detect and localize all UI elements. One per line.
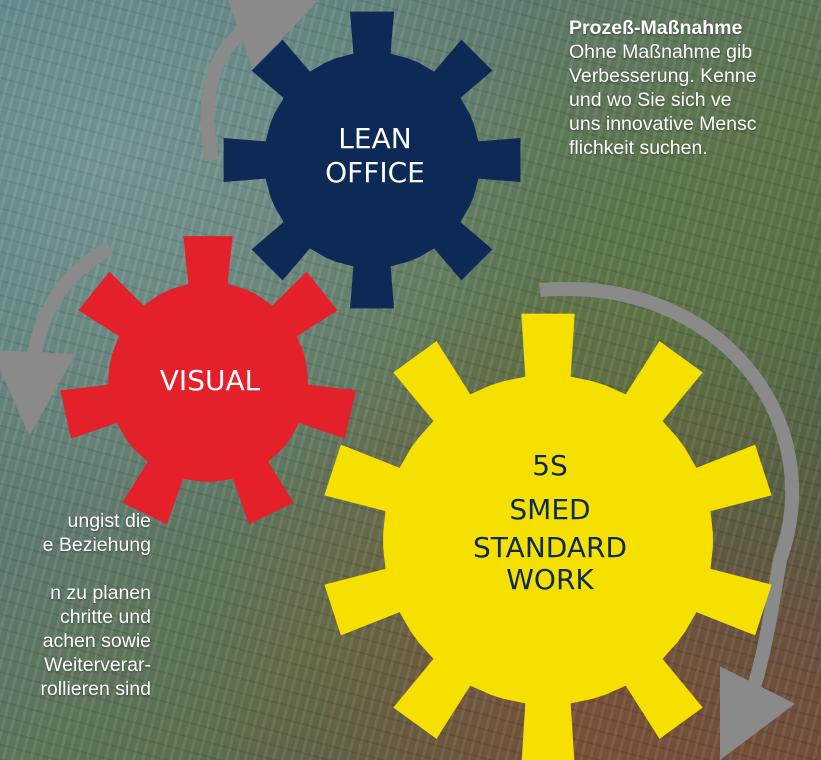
text-line: Ohne Maßnahme gib [569,41,753,63]
text-line: und wo Sie sich ve [569,89,732,111]
visual-label: VISUAL [120,364,300,398]
office-label-line: OFFICE [325,155,425,189]
text-line: e Beziehung [42,534,151,556]
gear-standard-shape [324,313,772,760]
gear-visual-shape [60,236,356,525]
standard-label: 5S SMED STANDARD WORK [440,444,660,596]
text-line: uns innovative Mensc [569,113,757,135]
gear-lean-office [223,11,521,309]
arrow-top-curve [200,0,318,162]
gear-visual [60,236,356,525]
text-line: ungist die [67,510,151,532]
visual-label-line: VISUAL [159,364,261,397]
gear-lean-office-shape [223,11,521,309]
process-measure-heading: Prozeß-Maßnahme [569,17,743,39]
process-measure-text: Prozeß-Maßnahme Ohne Maßnahme gib Verbes… [569,16,821,160]
lean-label-line: LEAN [338,122,412,155]
5s-label-line: 5S [532,449,568,482]
arrow-right-curve [539,281,800,760]
planning-text: ungist die e Beziehung n zu planen chrit… [0,509,151,701]
text-line: n zu planen [50,582,151,604]
text-line: rollieren sind [40,678,151,700]
text-line: chritte und [59,606,151,628]
arrow-left-curve [0,241,114,436]
work-label-line: WORK [506,563,594,596]
lean-office-label: LEAN OFFICE [290,122,460,189]
text-line: Weiterverar- [44,654,151,676]
gear-standard [324,313,772,760]
text-line [0,557,151,581]
standard-label-line: STANDARD [472,531,628,564]
text-line: flichkeit suchen. [569,137,708,159]
smed-label-line: SMED [509,493,591,526]
text-line: achen sowie [42,630,151,652]
text-line: Verbesserung. Kenne [569,65,757,87]
